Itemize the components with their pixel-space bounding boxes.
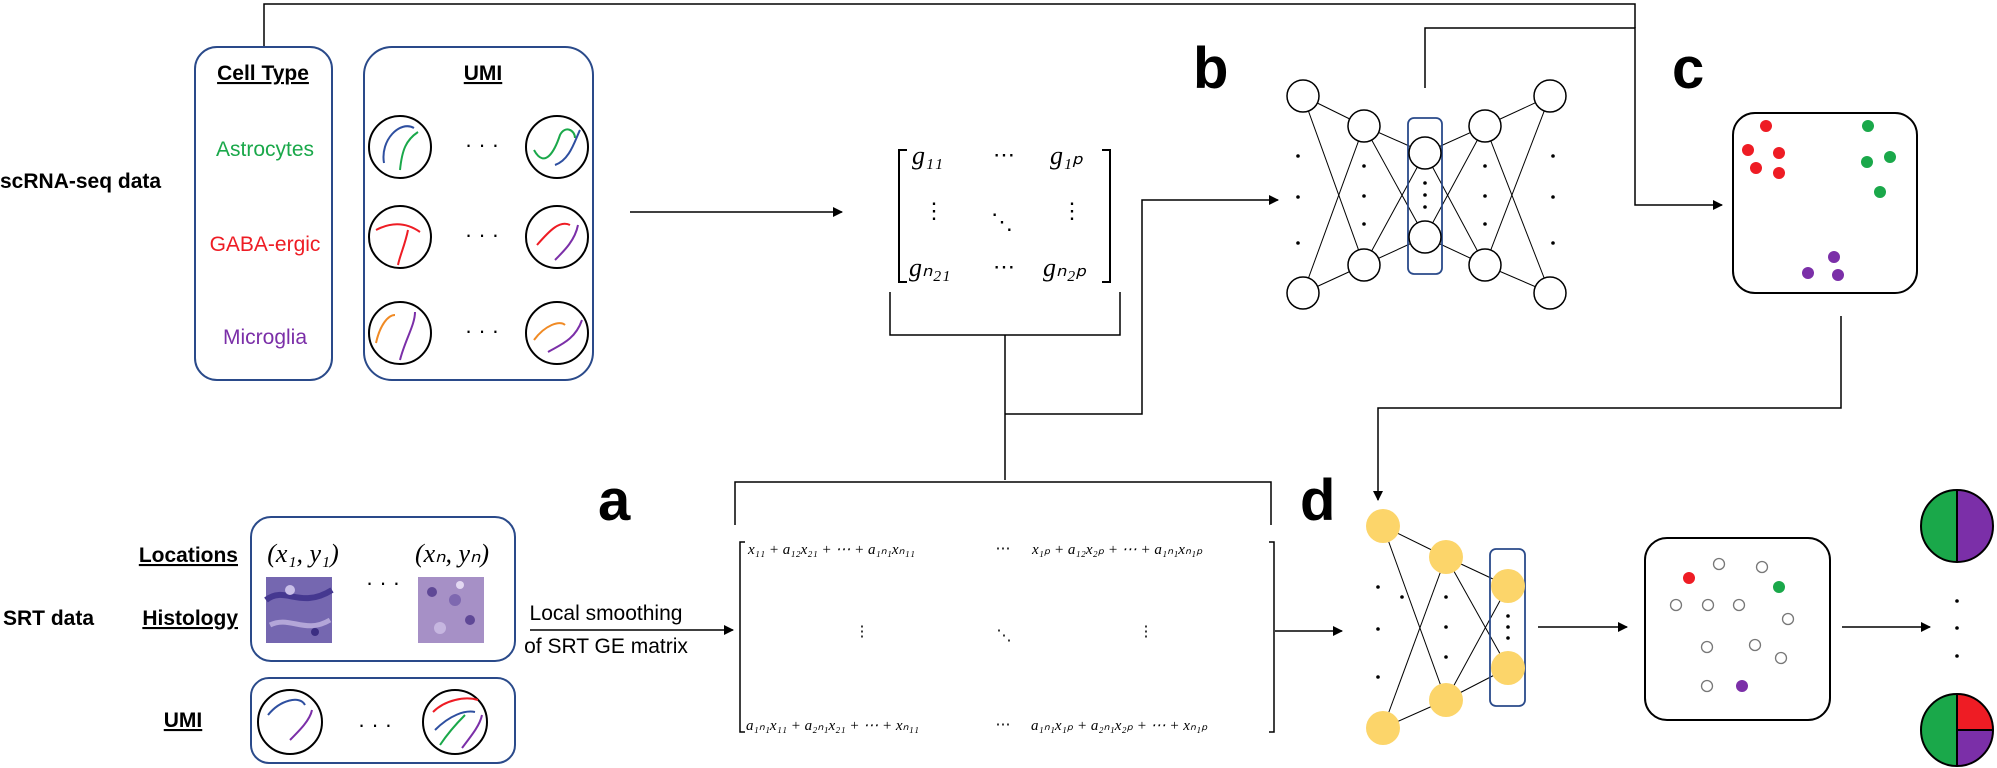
g-matrix-right-vdots: ⋮ xyxy=(1061,198,1083,223)
g-matrix-top-right: g₁ₚ xyxy=(1050,141,1083,170)
pie-chart-bottom xyxy=(1920,693,1994,767)
pie-ellipsis-dots xyxy=(1955,599,1959,658)
cell-type-gaba-ergic: GABA-ergic xyxy=(210,233,321,256)
network-d-ellipsis-dots xyxy=(1376,585,1510,679)
smoothing-label-line1: Local smoothing xyxy=(530,602,683,625)
srt-locations-label: Locations xyxy=(139,544,238,567)
panel-label-b: b xyxy=(1193,36,1228,101)
network-d-nodes xyxy=(1366,509,1525,745)
srt-location-last: (xₙ, yₙ) xyxy=(415,539,489,568)
cell-type-microglia: Microglia xyxy=(223,326,307,349)
umi-cell-circle xyxy=(422,689,488,755)
autoencoder-b-nodes xyxy=(1286,79,1567,310)
srt-umi-label: UMI xyxy=(164,709,203,732)
g-matrix-top-left: g₁₁ xyxy=(912,141,943,170)
umi-cell-circle xyxy=(368,115,432,179)
smoothing-label-line2: of SRT GE matrix xyxy=(524,635,688,658)
cell-type-astrocytes: Astrocytes xyxy=(216,138,314,161)
panel-label-d: d xyxy=(1300,468,1335,533)
x-matrix-left-vdots: ⋮ xyxy=(855,624,870,640)
umi-cell-circle xyxy=(257,689,323,755)
cell-type-header: Cell Type xyxy=(217,62,309,85)
x-matrix-ddots: ⋱ xyxy=(997,628,1012,644)
g-matrix-left-vdots: ⋮ xyxy=(923,198,945,223)
x-matrix: x₁₁ + a₁₂x₂₁ + ⋯ + a₁ₙ₁xₙ₁₁ ⋯ x₁ₚ + a₁₂x… xyxy=(739,541,1275,734)
umi-row-ellipsis: · · · xyxy=(465,222,499,247)
cluster-plot-c xyxy=(1732,112,1918,294)
umi-cell-circle xyxy=(368,205,432,269)
histology-ellipsis: · · · xyxy=(366,570,400,595)
srt-title: SRT data xyxy=(3,607,94,630)
srt-umi-ellipsis: · · · xyxy=(358,712,392,737)
g-matrix-bottom-right: gₙ₂ₚ xyxy=(1043,253,1087,282)
x-matrix-brace xyxy=(734,481,1272,525)
panel-label-c: c xyxy=(1672,36,1704,101)
x-matrix-top-left: x₁₁ + a₁₂x₂₁ + ⋯ + a₁ₙ₁xₙ₁₁ xyxy=(747,542,915,558)
histology-image-2 xyxy=(418,577,484,643)
umi-row-ellipsis: · · · xyxy=(465,132,499,157)
srt-location-first: (x₁, y₁) xyxy=(267,539,338,568)
spatial-points-d xyxy=(1669,557,1795,693)
histology-image-1 xyxy=(264,577,334,643)
x-matrix-right-vdots: ⋮ xyxy=(1139,624,1154,640)
scrna-seq-title: scRNA-seq data xyxy=(0,170,161,193)
cell-type-box xyxy=(194,46,333,381)
umi-cell-circle xyxy=(525,205,589,269)
c-to-d-connector xyxy=(1373,316,1842,501)
x-matrix-top-right: x₁ₚ + a₁₂x₂ₚ + ⋯ + a₁ₙ₁xₙ₁ₚ xyxy=(1031,542,1203,558)
top-connector-lines xyxy=(263,3,1723,210)
g-matrix-top-ellipsis: ⋯ xyxy=(993,142,1015,167)
g-matrix-bottom-ellipsis: ⋯ xyxy=(993,254,1015,279)
umi-cell-circle xyxy=(525,115,589,179)
pie-chart-top xyxy=(1920,489,1994,563)
x-matrix-bottom-right: a₁ₙ₁x₁ₚ + a₂ₙ₁x₂ₚ + ⋯ + xₙ₁ₚ xyxy=(1031,718,1208,734)
g-matrix-bottom-left: gₙ₂₁ xyxy=(909,253,950,282)
spatial-colored-points-d xyxy=(1683,572,1785,692)
panel-label-a: a xyxy=(598,468,631,533)
umi-row-ellipsis: · · · xyxy=(465,318,499,343)
g-matrix: g₁₁ ⋯ g₁ₚ ⋮ ⋱ ⋮ gₙ₂₁ ⋯ gₙ₂ₚ xyxy=(898,141,1111,283)
x-matrix-bottom-ellipsis: ⋯ xyxy=(996,717,1011,733)
srt-histology-label: Histology xyxy=(142,607,238,630)
cluster-points-c xyxy=(1742,120,1896,281)
scrna-umi-header: UMI xyxy=(464,62,503,85)
spatial-plot-d xyxy=(1644,537,1831,721)
umi-cell-circle xyxy=(368,301,432,365)
g-matrix-brace xyxy=(889,195,1279,480)
g-matrix-ddots: ⋱ xyxy=(991,209,1013,234)
x-matrix-bottom-left: a₁ₙ₁x₁₁ + a₂ₙ₁x₂₁ + ⋯ + xₙ₁₁ xyxy=(746,718,919,734)
autoencoder-b-ellipsis-dots xyxy=(1296,154,1555,245)
x-matrix-top-ellipsis: ⋯ xyxy=(996,541,1011,557)
umi-cell-circle xyxy=(525,301,589,365)
